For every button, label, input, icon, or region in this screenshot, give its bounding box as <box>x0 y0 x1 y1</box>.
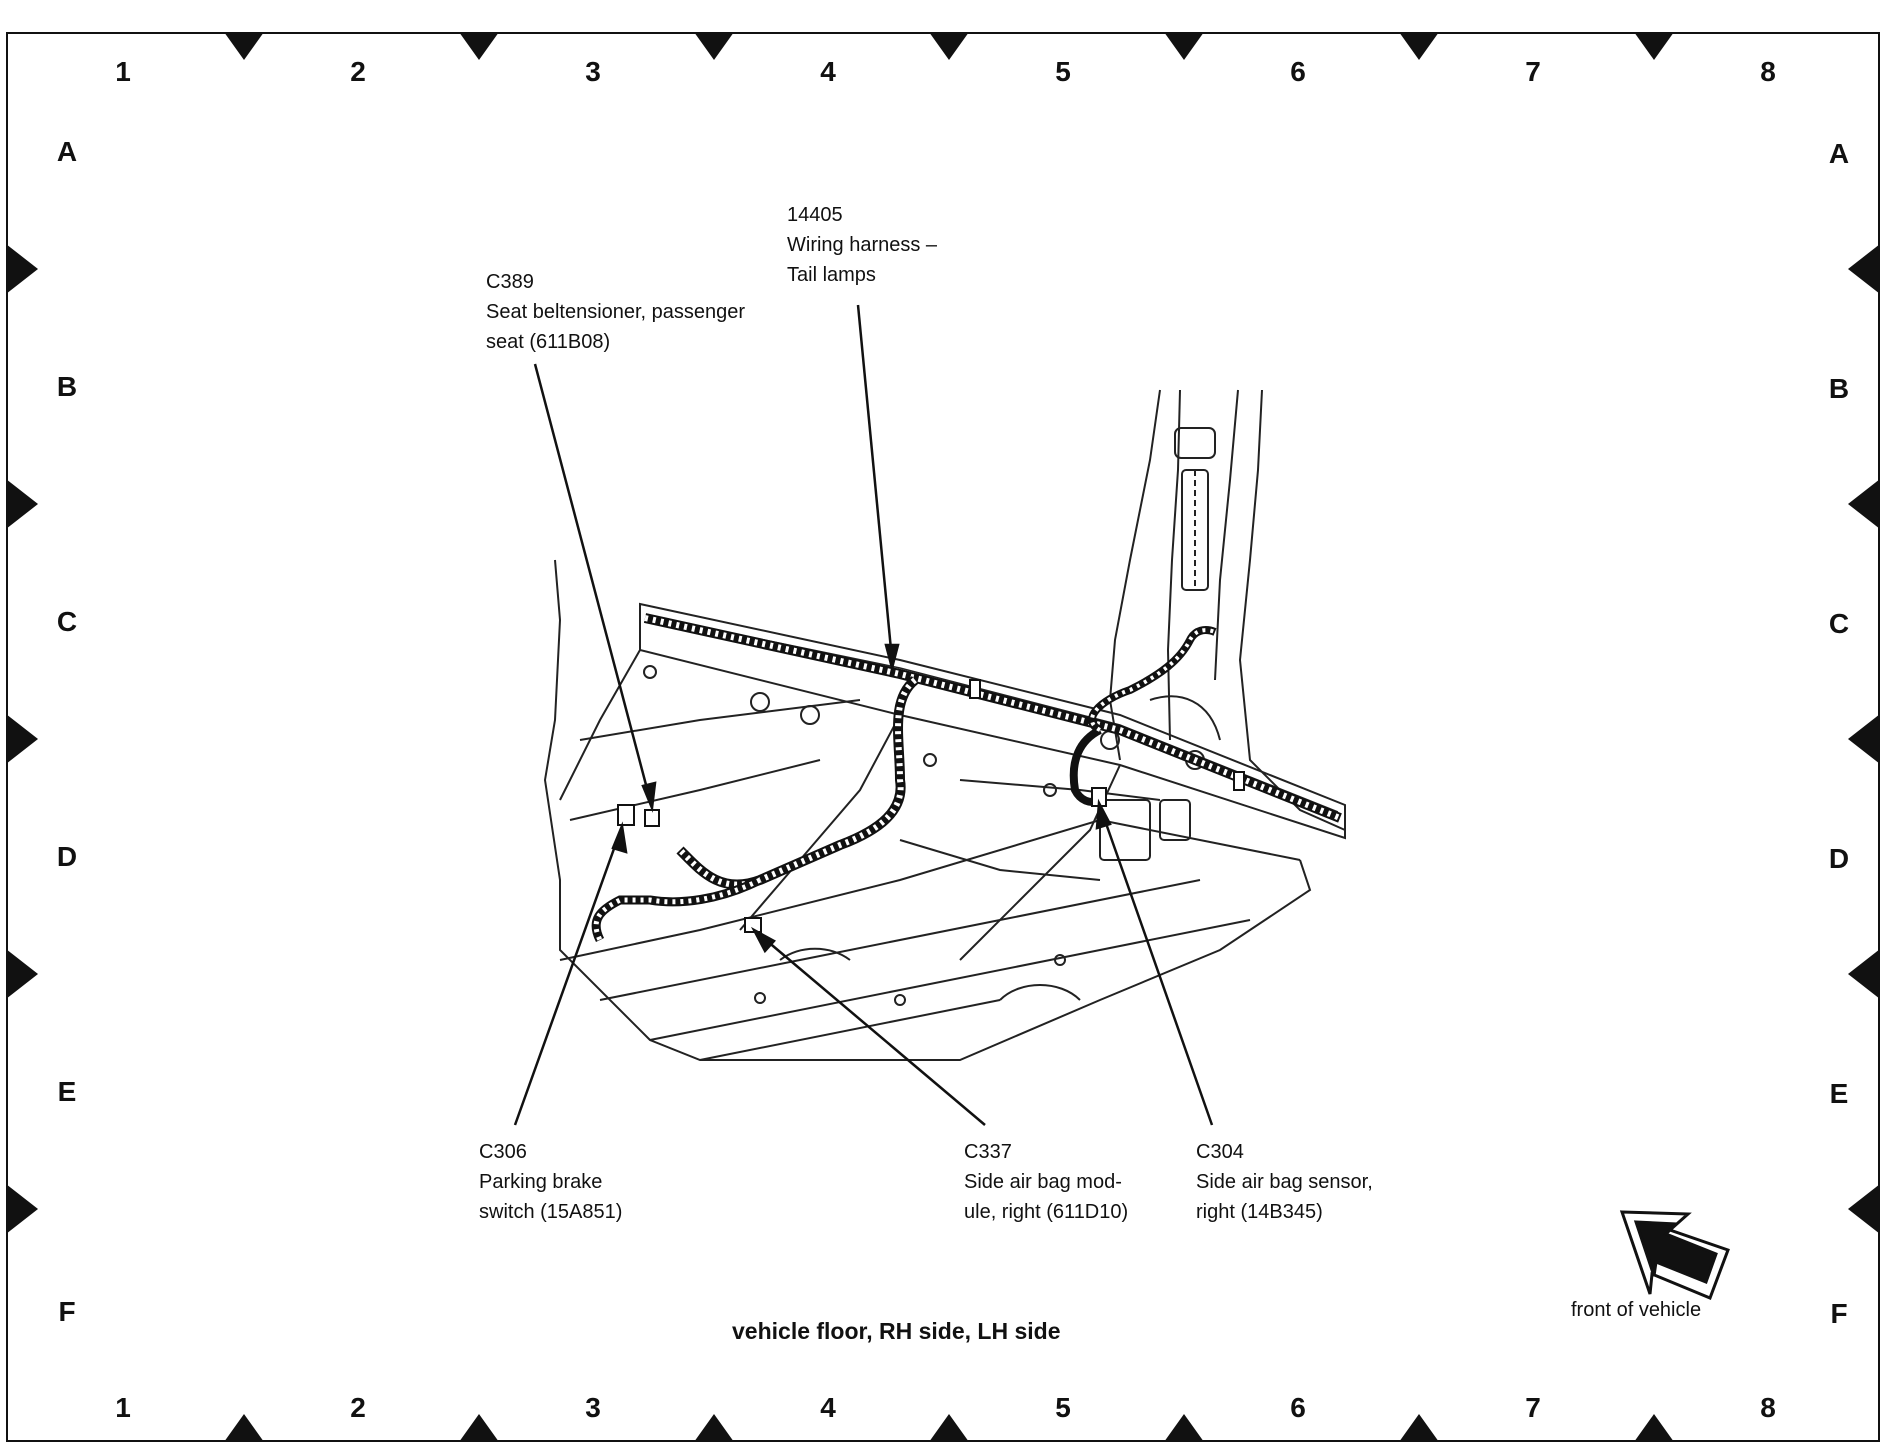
row-label-b: B <box>56 371 78 402</box>
callout-c306-code: C306 <box>479 1141 527 1163</box>
grid-marker-triangles <box>6 32 1880 1442</box>
column-label-3-bottom: 3 <box>585 1392 601 1423</box>
row-label-f: F <box>58 1296 76 1327</box>
column-label-2-bottom: 2 <box>350 1392 366 1423</box>
front-direction-arrow-icon <box>1619 1210 1730 1300</box>
row-label-d-right: D <box>1828 843 1850 874</box>
column-label-1: 1 <box>115 56 131 87</box>
vehicle-floor-illustration <box>543 389 1346 1061</box>
callout-c306-line1: Parking brake <box>479 1171 603 1193</box>
column-label-7: 7 <box>1525 56 1541 87</box>
leader-lines <box>513 304 1214 1126</box>
row-label-a-right: A <box>1828 138 1850 169</box>
callout-c306: C306 Parking brake switch (15A851) <box>479 1137 622 1227</box>
column-label-7-bottom: 7 <box>1525 1392 1541 1423</box>
callout-c389: C389 Seat beltensioner, passenger seat (… <box>486 267 745 357</box>
callout-harness-code: 14405 <box>787 204 843 226</box>
column-label-4-bottom: 4 <box>820 1392 836 1423</box>
column-label-4: 4 <box>820 56 836 87</box>
callout-c306-line2: switch (15A851) <box>479 1201 623 1223</box>
front-of-vehicle-label: front of vehicle <box>1571 1299 1702 1321</box>
callout-c337: C337 Side air bag mod- ule, right (611D1… <box>964 1137 1128 1227</box>
column-label-3: 3 <box>585 56 601 87</box>
callout-c389-code: C389 <box>486 271 534 293</box>
column-label-6: 6 <box>1290 56 1306 87</box>
callout-c337-line2: ule, right (611D10) <box>964 1201 1129 1223</box>
column-label-1-bottom: 1 <box>115 1392 131 1423</box>
row-label-a: A <box>56 136 78 167</box>
row-label-f-right: F <box>1830 1298 1848 1329</box>
callout-c337-line1: Side air bag mod- <box>964 1171 1122 1193</box>
callout-c389-line1: Seat beltensioner, passenger <box>486 301 746 323</box>
callout-c337-code: C337 <box>964 1141 1012 1163</box>
callout-c304: C304 Side air bag sensor, right (14B345) <box>1196 1137 1373 1227</box>
row-label-c: C <box>56 606 78 637</box>
column-label-6-bottom: 6 <box>1290 1392 1306 1423</box>
callout-harness-line2: Tail lamps <box>787 264 876 286</box>
callout-c389-line2: seat (611B08) <box>486 331 611 353</box>
connectors <box>617 679 1245 933</box>
column-label-5: 5 <box>1055 56 1071 87</box>
row-label-c-right: C <box>1828 608 1850 639</box>
row-label-d: D <box>56 841 78 872</box>
diagram-caption: vehicle floor, RH side, LH side <box>732 1318 1061 1344</box>
callout-c304-line1: Side air bag sensor, <box>1196 1171 1373 1193</box>
callout-c304-line2: right (14B345) <box>1196 1201 1323 1223</box>
callout-c304-code: C304 <box>1196 1141 1244 1163</box>
row-label-e: E <box>57 1076 77 1107</box>
column-label-5-bottom: 5 <box>1055 1392 1071 1423</box>
column-label-2: 2 <box>350 56 366 87</box>
column-label-8-bottom: 8 <box>1760 1392 1776 1423</box>
column-label-8: 8 <box>1760 56 1776 87</box>
row-label-e-right: E <box>1829 1078 1849 1109</box>
callout-harness-line1: Wiring harness – <box>787 234 938 256</box>
callout-harness: 14405 Wiring harness – Tail lamps <box>787 200 937 290</box>
row-label-b-right: B <box>1828 373 1850 404</box>
wiring-harness-14405 <box>591 613 1342 943</box>
